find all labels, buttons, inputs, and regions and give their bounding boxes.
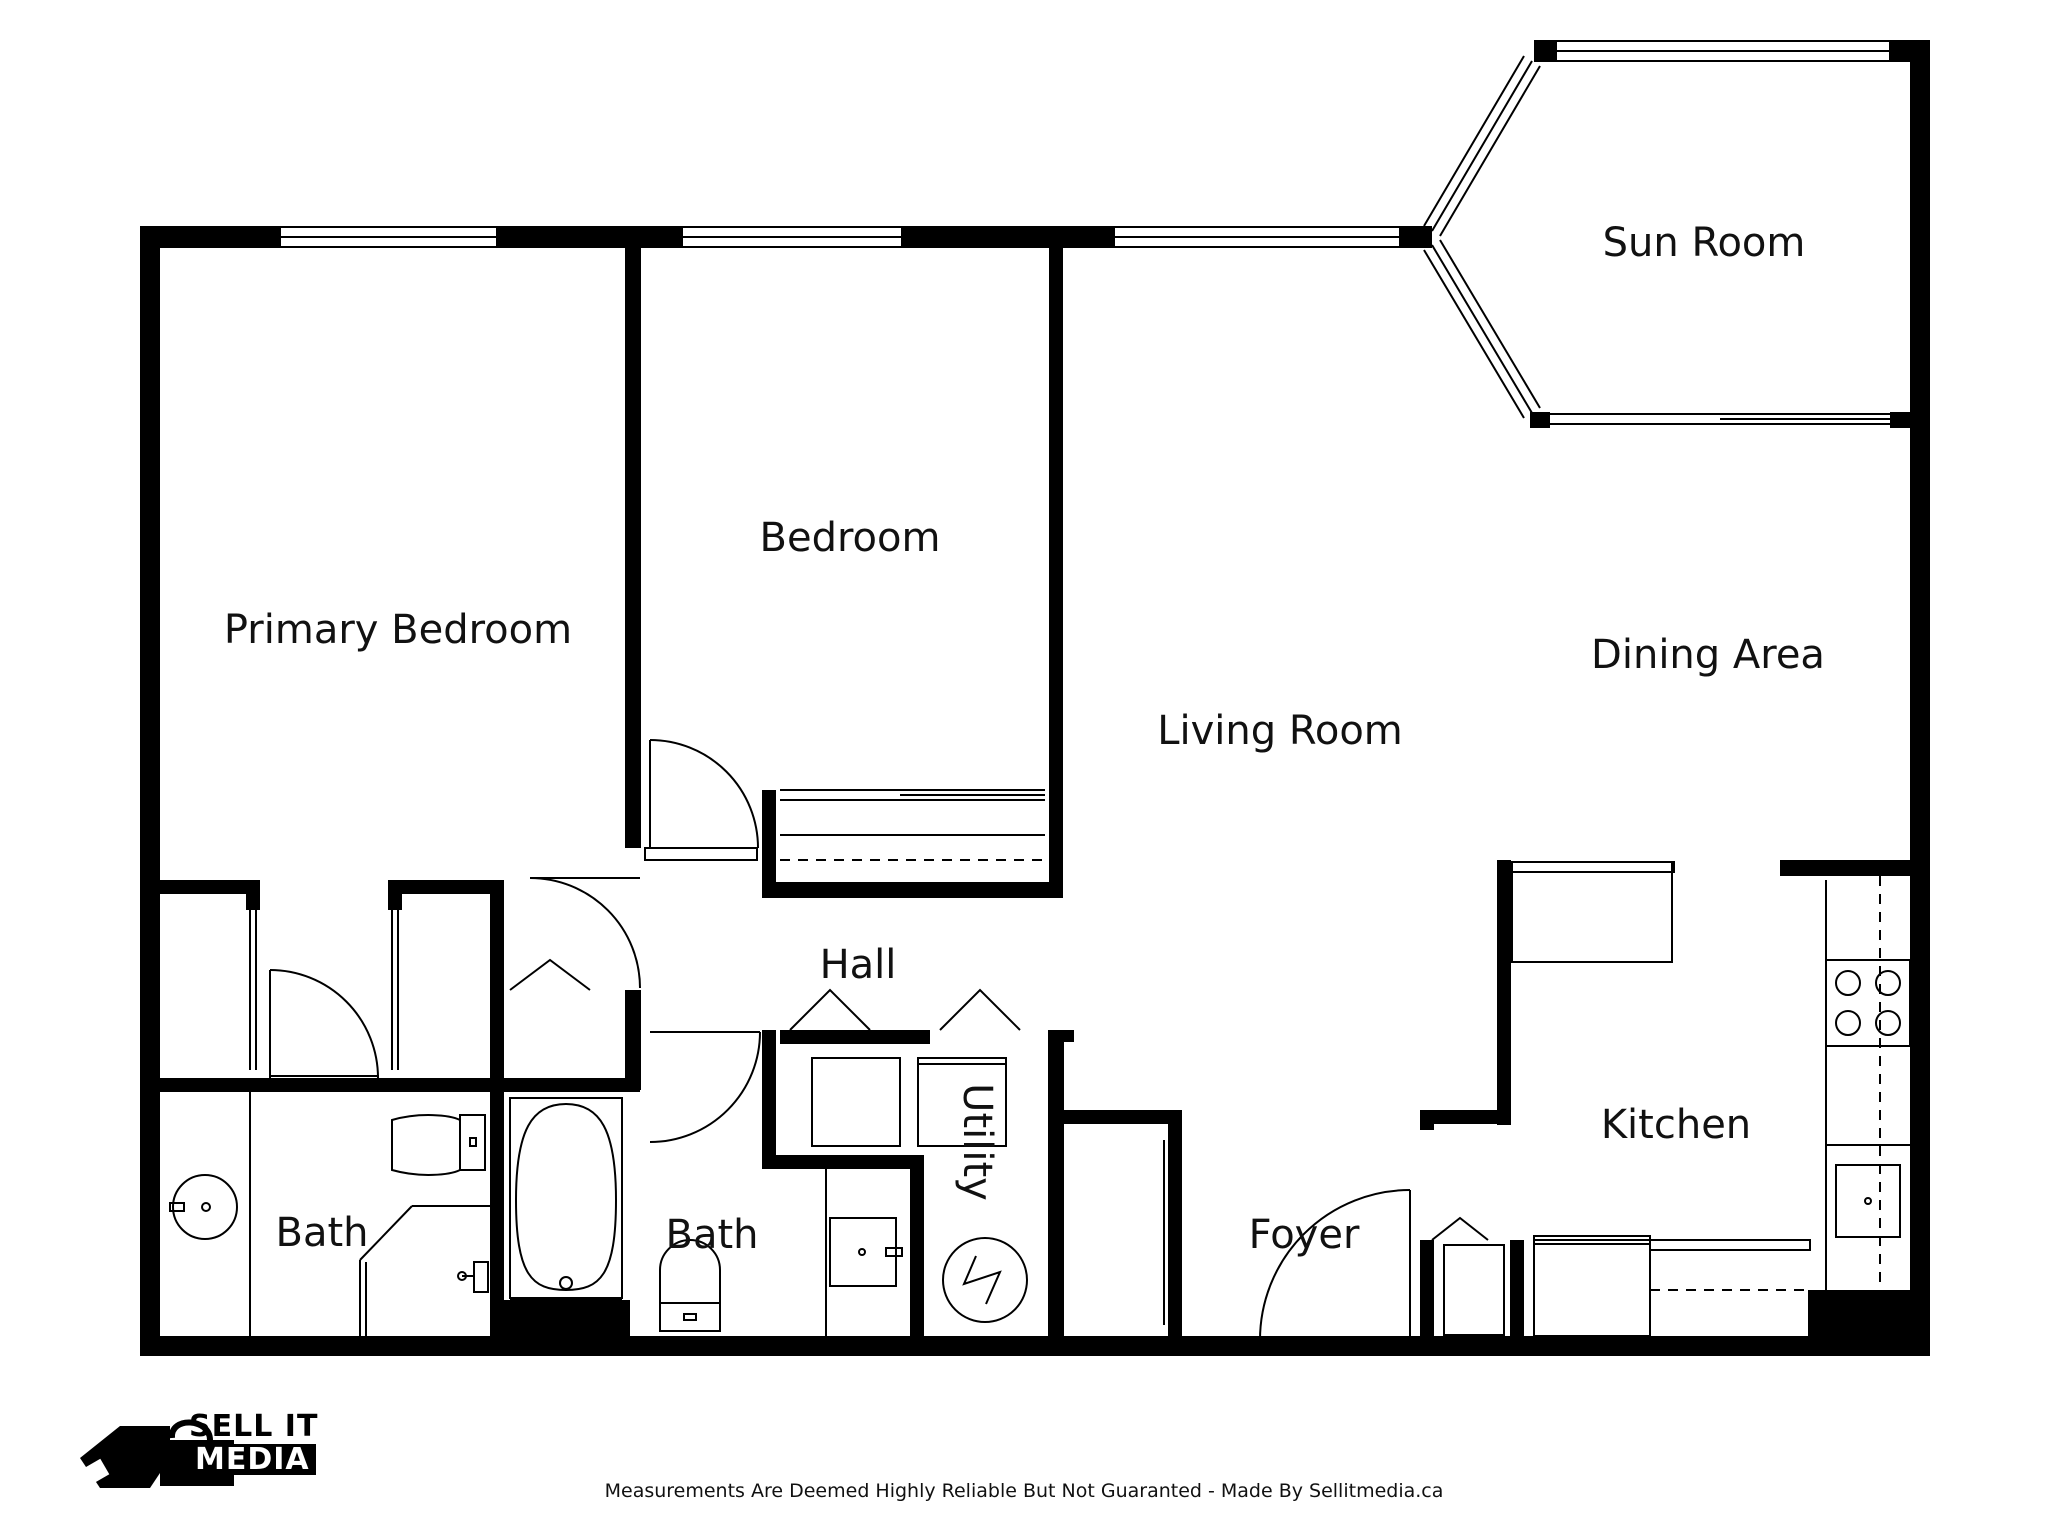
room-labels: Primary Bedroom Bedroom Living Room Sun … — [224, 220, 1825, 1258]
label-primary-bedroom: Primary Bedroom — [224, 607, 572, 653]
label-hall: Hall — [820, 942, 897, 988]
label-bath-1: Bath — [276, 1210, 369, 1256]
label-living-room: Living Room — [1157, 708, 1403, 754]
fixtures — [169, 861, 1911, 1337]
label-sun-room: Sun Room — [1603, 220, 1806, 266]
exterior-walls — [140, 40, 1930, 1356]
label-bedroom: Bedroom — [760, 515, 941, 561]
doors — [249, 739, 1881, 1353]
label-foyer: Foyer — [1249, 1212, 1360, 1258]
label-kitchen: Kitchen — [1601, 1102, 1751, 1148]
windows — [279, 40, 1891, 425]
label-dining-area: Dining Area — [1591, 632, 1825, 678]
brand-line-2: MEDIA — [189, 1444, 316, 1475]
label-bath-2: Bath — [666, 1212, 759, 1258]
brand-wordmark: SELL IT MEDIA — [189, 1412, 318, 1475]
label-utility: Utility — [954, 1083, 1000, 1201]
brand-line-1: SELL IT — [189, 1409, 319, 1444]
footer-disclaimer: Measurements Are Deemed Highly Reliable … — [604, 1480, 1444, 1502]
interior-walls — [140, 248, 1910, 1356]
